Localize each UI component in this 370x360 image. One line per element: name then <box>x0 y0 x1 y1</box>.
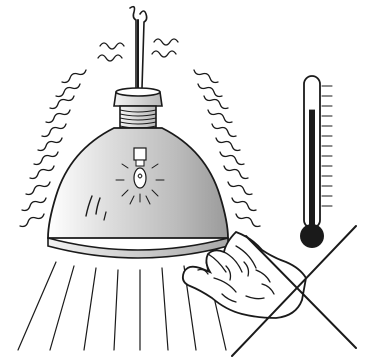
thermometer-icon <box>300 76 332 248</box>
lamp-socket <box>114 88 162 128</box>
hanging-wire <box>130 7 147 88</box>
